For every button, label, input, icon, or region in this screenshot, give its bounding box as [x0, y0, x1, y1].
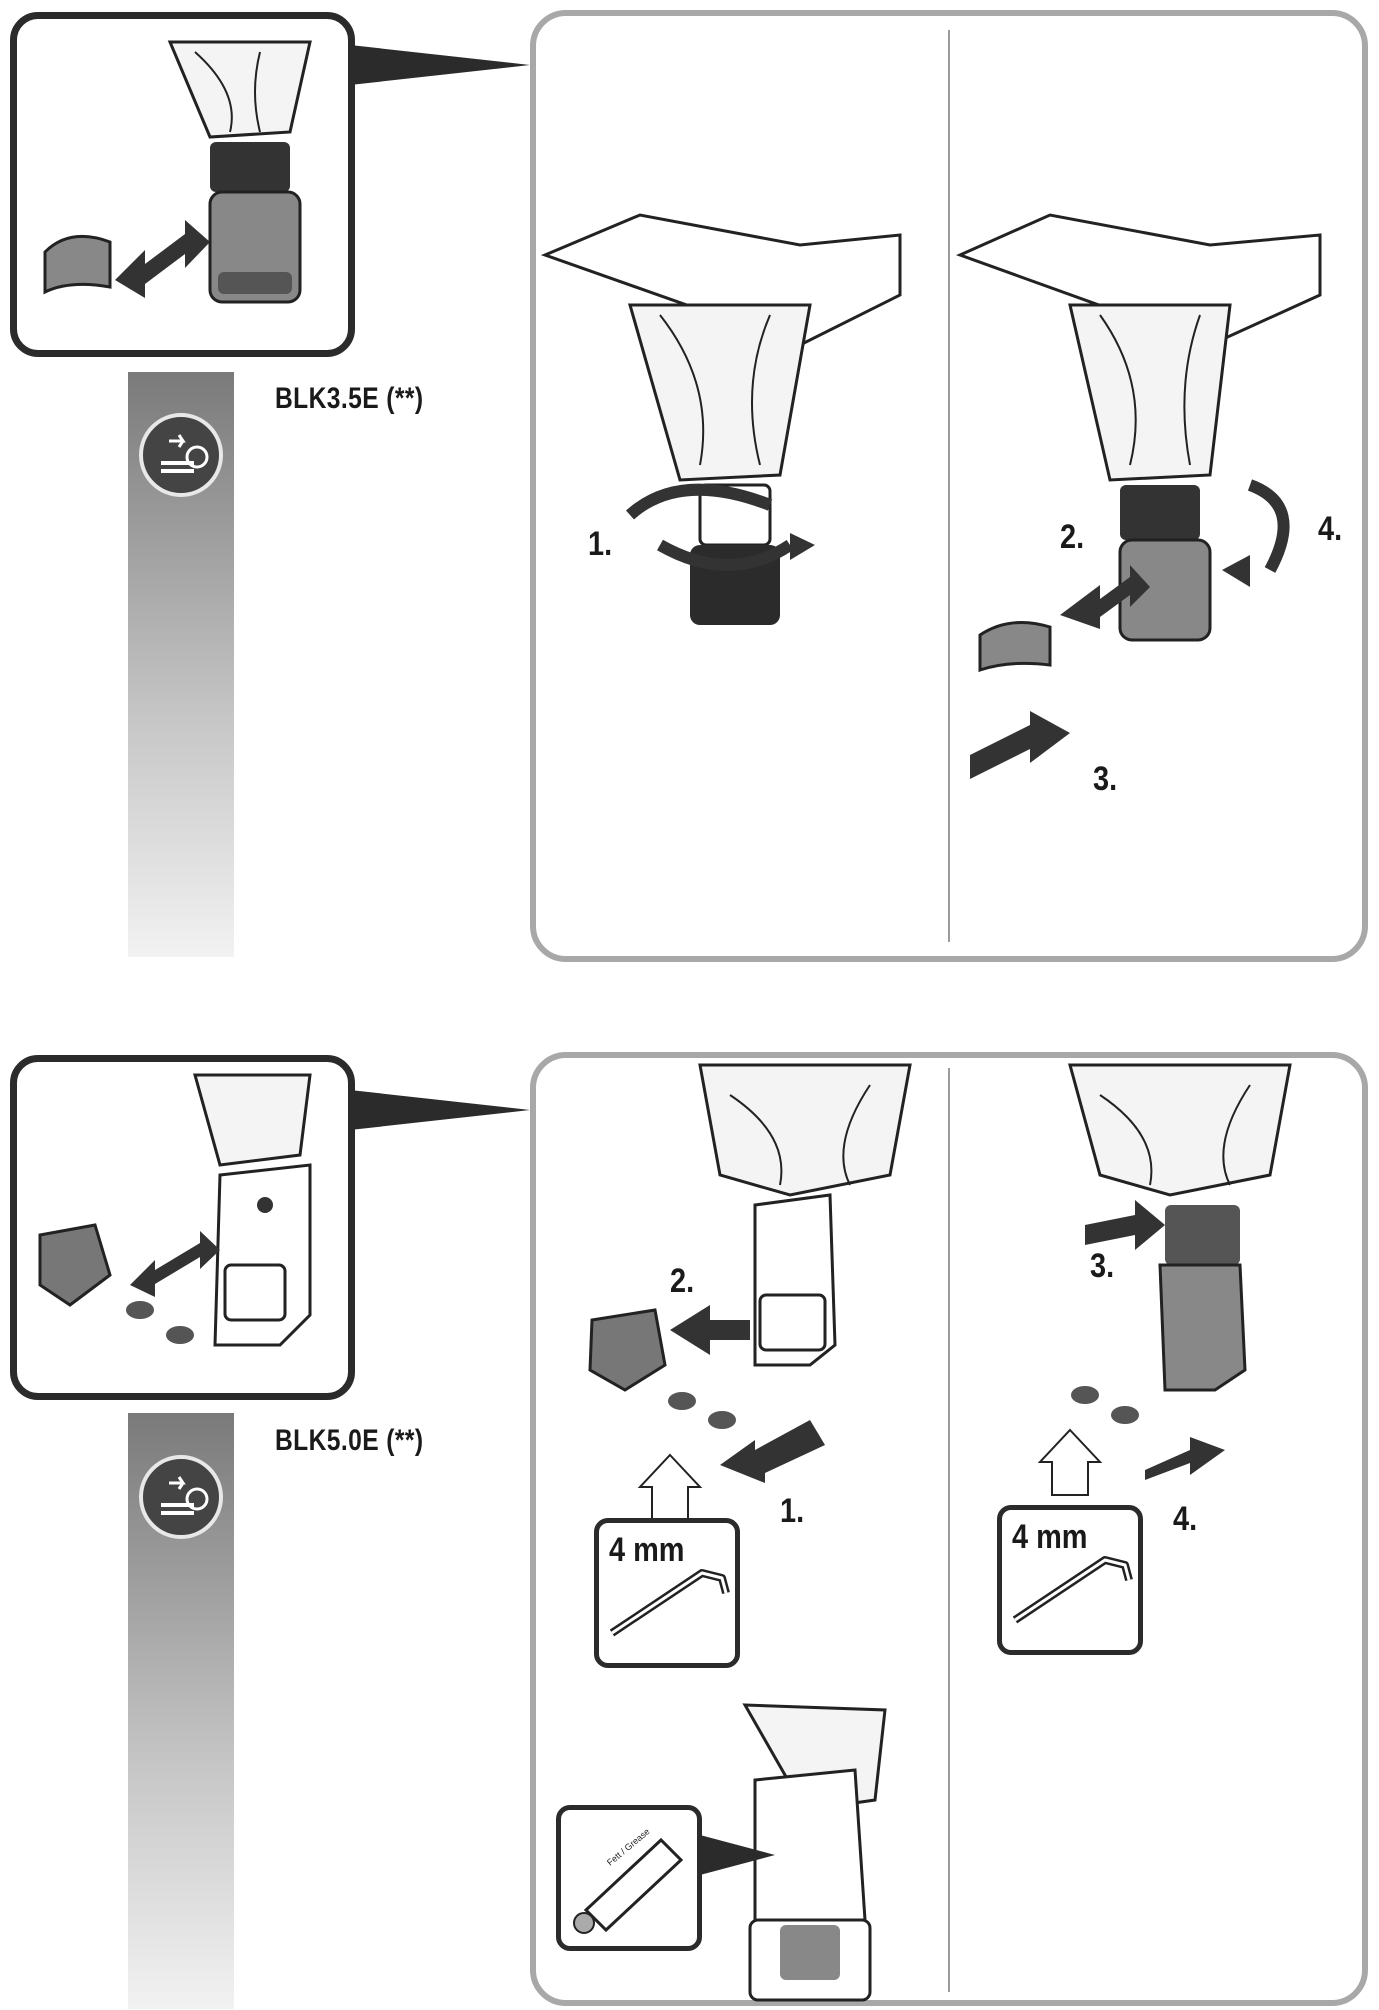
grease-tube-icon	[573, 1837, 684, 1934]
thumbnail-connector-1	[350, 45, 530, 85]
step-label-3: 3.	[1093, 760, 1118, 798]
hex-key-box-1: 4 mm	[594, 1518, 740, 1668]
hex-key-box-2: 4 mm	[997, 1505, 1143, 1655]
thumbnail-illustration-2	[38, 1073, 312, 1347]
warning-symbol-icon	[139, 413, 223, 497]
step-label-4: 4.	[1173, 1500, 1198, 1538]
step-label-1: 1.	[780, 1492, 805, 1530]
model-label-blk50: BLK5.0E (**)	[275, 1424, 424, 1457]
hex-key-icon	[1012, 1556, 1133, 1624]
step-label-3: 3.	[1090, 1247, 1115, 1285]
hex-key-size-2: 4 mm	[1012, 1518, 1088, 1556]
step-label-2: 2.	[1060, 518, 1085, 556]
grease-callout-connector	[700, 1835, 775, 1875]
step-label-1: 1.	[588, 525, 613, 563]
hex-key-icon	[609, 1569, 730, 1637]
step-illustration-unscrew	[540, 213, 902, 625]
step-label-2: 2.	[670, 1262, 695, 1300]
thumbnail-panel-2	[10, 1055, 355, 1400]
up-arrow-icon	[637, 1453, 703, 1521]
hex-key-size-1: 4 mm	[609, 1531, 685, 1569]
panel-divider-1	[948, 30, 950, 942]
thumbnail-panel-1	[10, 12, 355, 357]
step-label-4: 4.	[1318, 510, 1343, 548]
up-arrow-icon	[1037, 1428, 1103, 1496]
grease-tube-box: Fett / Grease	[556, 1805, 702, 1951]
thumbnail-connector-2	[350, 1090, 530, 1130]
model-label-blk35: BLK3.5E (**)	[275, 382, 424, 415]
step-illustration-install-die	[1068, 1063, 1292, 1480]
step-illustration-grease	[742, 1703, 887, 2002]
step-illustration-exchange	[955, 213, 1322, 779]
thumbnail-illustration-1	[43, 40, 312, 304]
panel-divider-2	[948, 1068, 950, 1992]
warning-symbol-icon	[139, 1455, 223, 1539]
step-illustration-remove-die	[588, 1063, 912, 1483]
